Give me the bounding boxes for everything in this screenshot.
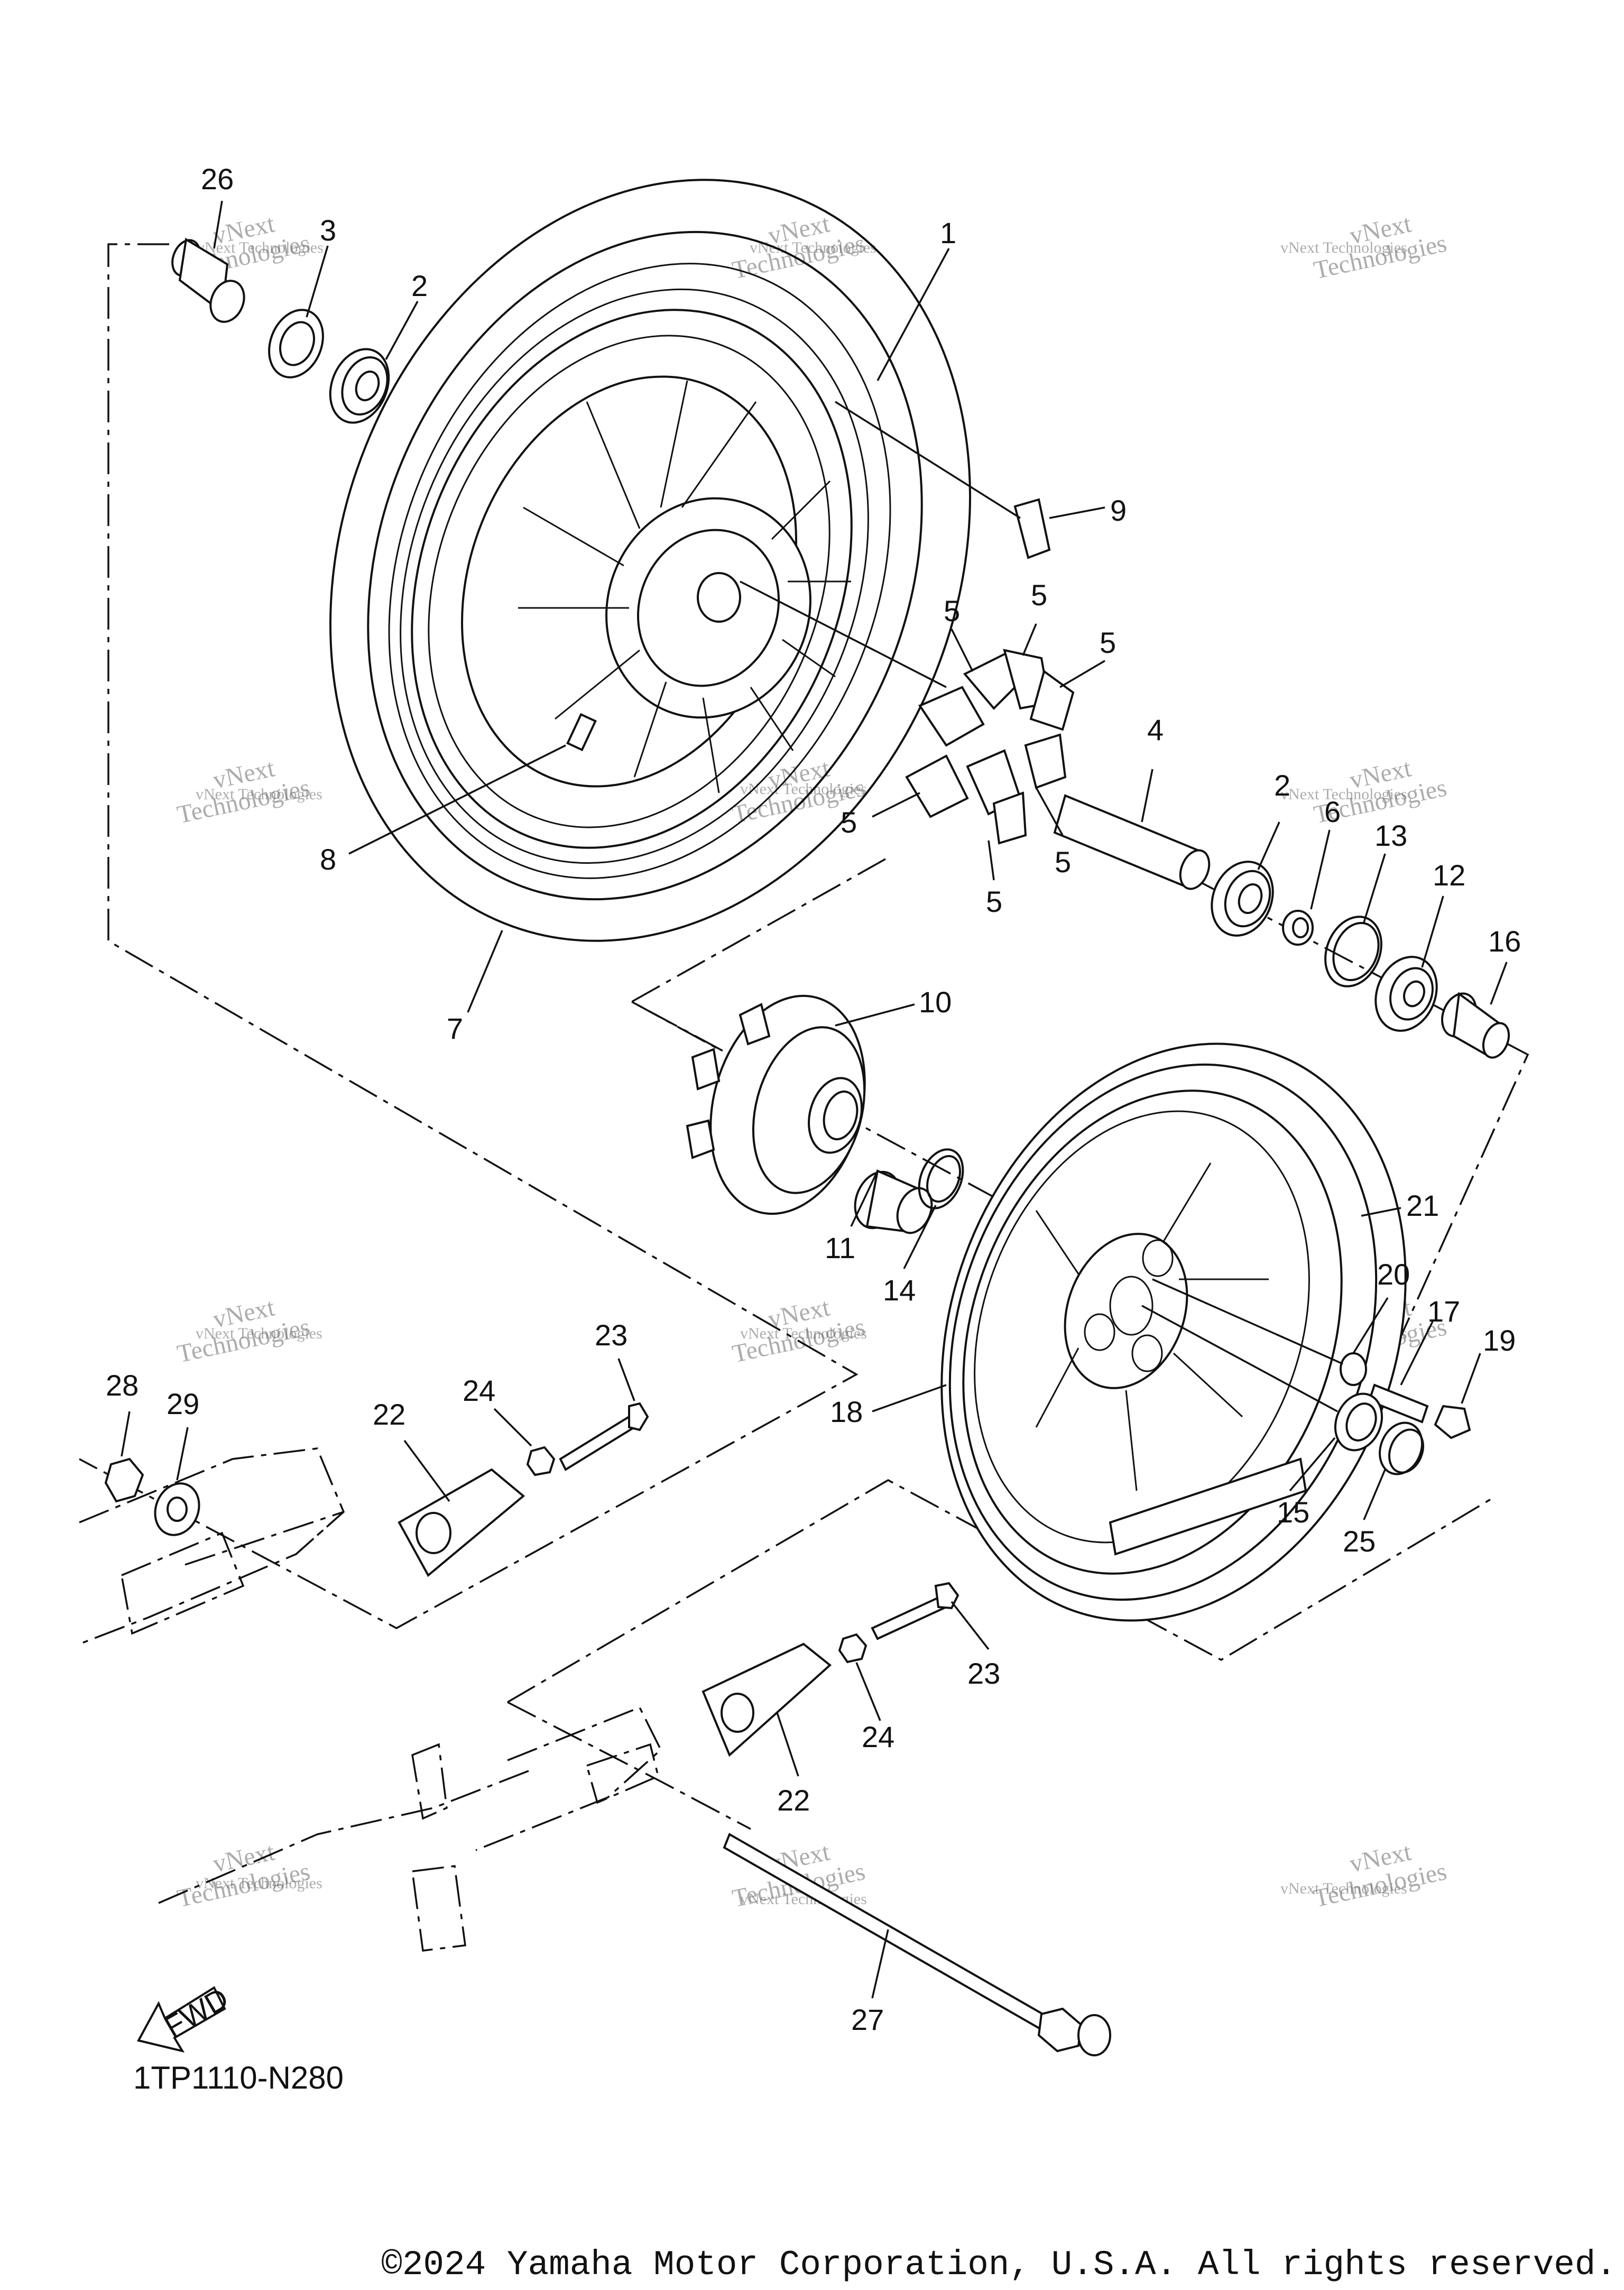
callout-23: 23 <box>967 1657 1000 1690</box>
adjuster-22-top <box>398 1468 525 1577</box>
callout-labels: 26 3 2 1 9 5 5 5 5 5 5 4 2 6 13 12 16 8 … <box>106 162 1521 2036</box>
callout-9: 9 <box>1110 494 1127 527</box>
watermark-text: vNext Technologies <box>196 1875 322 1892</box>
callout-27: 27 <box>851 2003 884 2036</box>
callout-8: 8 <box>320 843 336 876</box>
nut-24-top <box>526 1446 556 1476</box>
bearing-12 <box>1374 956 1438 1032</box>
callout-22: 22 <box>777 1784 810 1817</box>
callout-25: 25 <box>1343 1525 1376 1558</box>
bearing-11 <box>854 1169 933 1234</box>
callout-24: 24 <box>463 1374 495 1407</box>
callout-5: 5 <box>986 885 1002 918</box>
watermark-text: vNext Technologies <box>196 786 322 803</box>
callout-22: 22 <box>373 1398 405 1431</box>
callout-20: 20 <box>1377 1258 1410 1291</box>
watermark-text: vNext Technologies <box>197 239 324 256</box>
clutch-hub-assembly <box>686 994 964 1234</box>
watermark-text: vNext Technologies <box>740 780 867 798</box>
callout-5: 5 <box>1100 626 1116 659</box>
left-collar-seal-bearing <box>171 237 390 424</box>
callout-24: 24 <box>862 1720 894 1753</box>
callout-5: 5 <box>944 594 960 627</box>
watermark-text: vNext Technologies <box>196 1325 322 1342</box>
oil-seal-3 <box>268 309 324 378</box>
copyright-notice: ©2024 Yamaha Motor Corporation, U.S.A. A… <box>381 2245 1617 2285</box>
collar-25 <box>1379 1421 1424 1475</box>
callout-2: 2 <box>411 269 428 302</box>
diagram-code: 1TP1110-N280 <box>133 2060 344 2095</box>
watermark-text: vNext Technologies <box>740 1325 867 1342</box>
right-small-parts <box>1334 1352 1471 1475</box>
balance-weight-9 <box>1013 498 1051 559</box>
axle-27 <box>723 1833 1111 2056</box>
callout-13: 13 <box>1374 819 1407 852</box>
swing-arm-and-adjusters <box>79 1402 1111 2056</box>
nut-28 <box>104 1457 144 1503</box>
callout-16: 16 <box>1488 925 1521 958</box>
callout-1: 1 <box>940 216 956 250</box>
callout-11: 11 <box>825 1231 855 1264</box>
watermark-text: vNext Technologies <box>1280 786 1407 803</box>
circlip-13 <box>1324 916 1382 987</box>
collar-6 <box>1282 910 1314 946</box>
axle-spacer-and-bearings <box>1053 794 1510 1059</box>
damper-set-5 <box>905 649 1075 845</box>
watermark-text: vNext Technologies <box>750 239 876 256</box>
callout-5: 5 <box>841 806 857 839</box>
bolt-23-bottom <box>871 1582 959 1640</box>
collar-26 <box>171 237 245 323</box>
oil-seal-15 <box>1334 1392 1383 1452</box>
nut-24-bottom <box>838 1633 868 1664</box>
collar-16 <box>1441 992 1510 1059</box>
callout-29: 29 <box>167 1387 199 1420</box>
circlip-14 <box>918 1148 964 1209</box>
callout-12: 12 <box>1433 858 1465 892</box>
callout-3: 3 <box>320 214 336 247</box>
callout-10: 10 <box>919 985 952 1019</box>
rear-wheel-assembly <box>329 179 972 942</box>
callout-15: 15 <box>1277 1495 1309 1529</box>
callout-23: 23 <box>595 1318 628 1352</box>
bearing-2-left <box>329 348 390 424</box>
fwd-label: FWD <box>159 1981 234 2044</box>
fwd-arrow-icon: FWD <box>136 1981 234 2053</box>
watermark-text: vNext Technologies <box>1280 239 1407 256</box>
callout-14: 14 <box>883 1273 916 1307</box>
callout-21: 21 <box>1406 1189 1439 1222</box>
bearing-2-right <box>1211 861 1274 937</box>
callout-5: 5 <box>1031 578 1047 612</box>
callout-2: 2 <box>1274 769 1290 802</box>
washer-29 <box>154 1482 200 1536</box>
leader-lines <box>121 200 1508 1999</box>
callout-19: 19 <box>1483 1324 1516 1357</box>
adjuster-22-bottom <box>702 1642 832 1757</box>
callout-28: 28 <box>106 1369 139 1402</box>
rear-pulley-and-belt <box>940 1042 1407 1622</box>
callout-18: 18 <box>830 1395 863 1428</box>
callout-5: 5 <box>1055 845 1071 879</box>
bolt-23-top <box>559 1402 649 1471</box>
callout-26: 26 <box>201 162 234 196</box>
callout-17: 17 <box>1427 1295 1460 1328</box>
watermark-text: vNext Technologies <box>1280 1880 1407 1897</box>
callout-4: 4 <box>1147 713 1164 746</box>
callout-6: 6 <box>1324 795 1341 828</box>
callout-7: 7 <box>447 1012 463 1045</box>
